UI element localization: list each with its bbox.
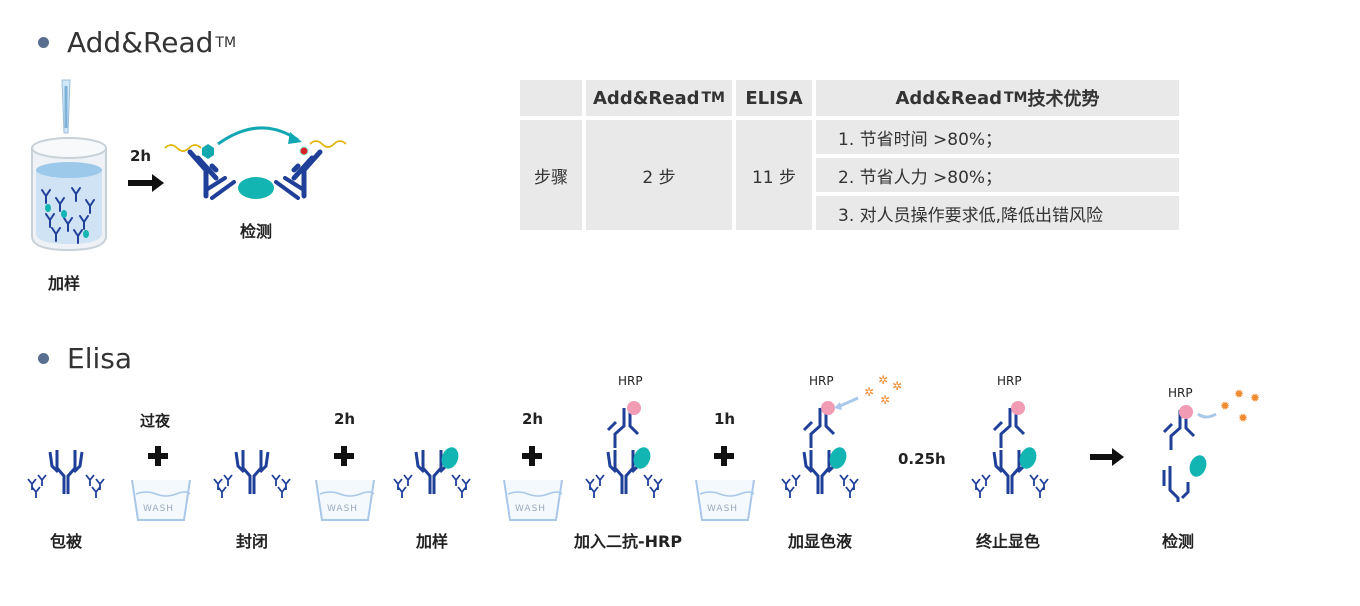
step-label: 加样 [416,532,449,551]
step-label: 检测 [1162,532,1195,551]
table-header-elisa: ELISA [736,80,812,116]
time-label-2h: 2h [522,410,544,428]
time-label-overnight: 过夜 [140,412,171,430]
plus-icon [334,446,354,466]
step-label: 加入二抗-HRP [574,532,683,551]
time-label-stop: 0.25h [898,450,946,468]
svg-text:✲: ✲ [880,393,890,407]
table-cell-addread-steps: 2 步 [586,120,732,230]
elisa-flow-diagram: ✲ ✲ ✲ ✲ ✹ ✹ ✹ ✹ [0,373,1260,521]
svg-text:✹: ✹ [1234,387,1244,401]
table-cell-advantage-3: 3. 对人员操作要求低,降低出错风险 [816,196,1179,230]
step-label: 包被 [50,532,83,551]
bullet-dot [38,353,49,364]
wash-cup-icon [315,479,375,521]
wash-label: WASH [515,504,547,514]
plus-icon [522,446,542,466]
svg-text:✹: ✹ [1220,399,1230,413]
section-title-elisa: Elisa [38,342,132,375]
bullet-dot [38,37,49,48]
svg-text:✲: ✲ [878,373,888,387]
time-label-1h: 1h [714,410,736,428]
step-label: 加显色液 [788,532,853,551]
plus-icon [148,446,168,466]
svg-text:✹: ✹ [1250,391,1260,405]
elisa-step-sample-icon [394,447,470,498]
step-label: 封闭 [236,532,269,551]
table-cell-advantage-1: 1. 节省时间 >80%； [816,120,1179,154]
table-cell-advantage-2: 2. 节省人力 >80%； [816,158,1179,192]
step-label: 终止显色 [976,532,1041,551]
wash-cup-icon [131,479,191,521]
wash-label: WASH [143,504,175,514]
wash-cup-icon [503,479,563,521]
step-label-detect: 检测 [240,222,273,241]
elisa-step-secondary-hrp-icon [586,401,662,498]
plus-icon [714,446,734,466]
time-label-2h: 2h [334,410,356,428]
detection-complex-icon [164,126,347,200]
beaker-icon [31,137,107,252]
elisa-step-blocking-icon [214,450,290,498]
arrow-right-icon [128,174,164,192]
wash-label: WASH [707,504,739,514]
table-cell-elisa-steps: 11 步 [736,120,812,230]
hrp-label: HRP [618,374,643,388]
hrp-label: HRP [809,374,834,388]
svg-text:✲: ✲ [864,385,874,399]
elisa-step-coating-icon [28,450,104,498]
arrow-right-icon [1090,448,1124,466]
time-label-2h: 2h [130,147,152,165]
svg-text:✲: ✲ [892,379,902,393]
elisa-step-detect-icon: ✹ ✹ ✹ ✹ [1162,387,1260,502]
table-row-label: 步骤 [520,120,582,230]
wash-label: WASH [327,504,359,514]
elisa-step-stop-icon [972,401,1048,498]
elisa-step-substrate-icon: ✲ ✲ ✲ ✲ [782,373,902,498]
table-header-empty [520,80,582,116]
step-label-add-sample: 加样 [48,274,81,293]
svg-text:✹: ✹ [1238,411,1248,425]
addread-diagram [31,79,347,252]
hrp-label: HRP [1168,386,1193,400]
wash-cup-icon [695,479,755,521]
hrp-label: HRP [997,374,1022,388]
